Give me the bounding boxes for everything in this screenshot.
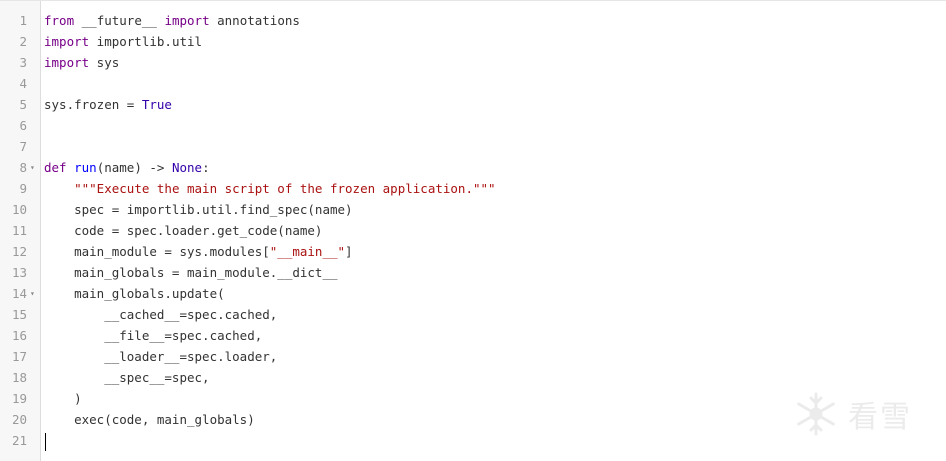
code-line[interactable]: import sys [44, 52, 119, 73]
code-token [74, 13, 82, 28]
code-token: __spec__=spec, [44, 370, 210, 385]
code-token: (name) -> [96, 160, 172, 175]
line-number: 5 [19, 97, 27, 112]
code-token: main_globals = main_module.__dict__ [44, 265, 338, 280]
line-number: 1 [19, 13, 27, 28]
line-number: 19 [11, 391, 27, 406]
code-line[interactable]: sys.frozen = True [44, 94, 172, 115]
text-cursor [45, 433, 46, 451]
line-number: 21 [11, 433, 27, 448]
code-token: importlib.util [89, 34, 203, 49]
code-token: "__main__" [269, 244, 346, 259]
line-number: 17 [11, 349, 27, 364]
line-number: 14 [11, 286, 27, 301]
line-number: 2 [19, 34, 27, 49]
code-token: __file__=spec.cached, [44, 328, 263, 343]
line-number: 20 [11, 412, 27, 427]
fold-toggle-icon[interactable]: ▾ [30, 289, 35, 298]
line-number: 9 [19, 181, 27, 196]
code-line[interactable]: main_globals = main_module.__dict__ [44, 262, 338, 283]
code-line[interactable]: ) [44, 388, 82, 409]
code-token: spec = importlib.util.find_spec(name) [44, 202, 353, 217]
code-line[interactable]: __loader__=spec.loader, [44, 346, 277, 367]
code-token: : [202, 160, 210, 175]
code-line[interactable]: import importlib.util [44, 31, 202, 52]
code-token: __future__ [81, 13, 157, 28]
code-line[interactable]: from __future__ import annotations [44, 10, 300, 31]
code-line[interactable]: def run(name) -> None: [44, 157, 210, 178]
code-line[interactable]: main_globals.update( [44, 283, 225, 304]
snowflake-icon [797, 392, 835, 436]
watermark-text: 看雪 [848, 400, 912, 435]
line-number: 18 [11, 370, 27, 385]
code-line[interactable]: main_module = sys.modules["__main__"] [44, 241, 353, 262]
code-token: from [44, 13, 75, 28]
code-token: main_module = sys.modules[ [44, 244, 270, 259]
code-token: import [44, 55, 90, 70]
code-line[interactable]: __spec__=spec, [44, 367, 210, 388]
code-token: """Execute the main script of the frozen… [74, 181, 496, 196]
line-number: 11 [11, 223, 27, 238]
code-token [44, 181, 74, 196]
watermark: 看雪 [792, 386, 932, 442]
code-token: code = spec.loader.get_code(name) [44, 223, 323, 238]
line-number: 8 [19, 160, 27, 175]
code-token [67, 160, 75, 175]
code-line[interactable]: """Execute the main script of the frozen… [44, 178, 496, 199]
code-line[interactable]: code = spec.loader.get_code(name) [44, 220, 322, 241]
fold-toggle-icon[interactable]: ▾ [30, 163, 35, 172]
line-number: 6 [19, 118, 27, 133]
code-token: .frozen = [66, 97, 142, 112]
code-token: annotations [209, 13, 300, 28]
code-token: def [44, 160, 67, 175]
code-line[interactable]: spec = importlib.util.find_spec(name) [44, 199, 353, 220]
code-token: import [44, 34, 90, 49]
line-number: 4 [19, 76, 27, 91]
code-token: main_globals.update( [44, 286, 225, 301]
code-token: True [141, 97, 172, 112]
line-number: 12 [11, 244, 27, 259]
code-token: import [164, 13, 210, 28]
code-token: __cached__=spec.cached, [44, 307, 278, 322]
code-token: exec(code, main_globals) [44, 412, 255, 427]
line-number: 7 [19, 139, 27, 154]
code-token: sys [44, 97, 67, 112]
code-token: ) [44, 391, 82, 406]
code-line[interactable]: __cached__=spec.cached, [44, 304, 277, 325]
code-token: ] [345, 244, 353, 259]
line-number: 3 [19, 55, 27, 70]
code-line[interactable]: __file__=spec.cached, [44, 325, 262, 346]
line-number: 10 [11, 202, 27, 217]
code-token: sys [89, 55, 120, 70]
line-number: 16 [11, 328, 27, 343]
code-token: run [74, 160, 97, 175]
code-token: None [171, 160, 203, 175]
code-token: __loader__=spec.loader, [44, 349, 278, 364]
line-number: 13 [11, 265, 27, 280]
line-number: 15 [11, 307, 27, 322]
code-line[interactable]: exec(code, main_globals) [44, 409, 255, 430]
